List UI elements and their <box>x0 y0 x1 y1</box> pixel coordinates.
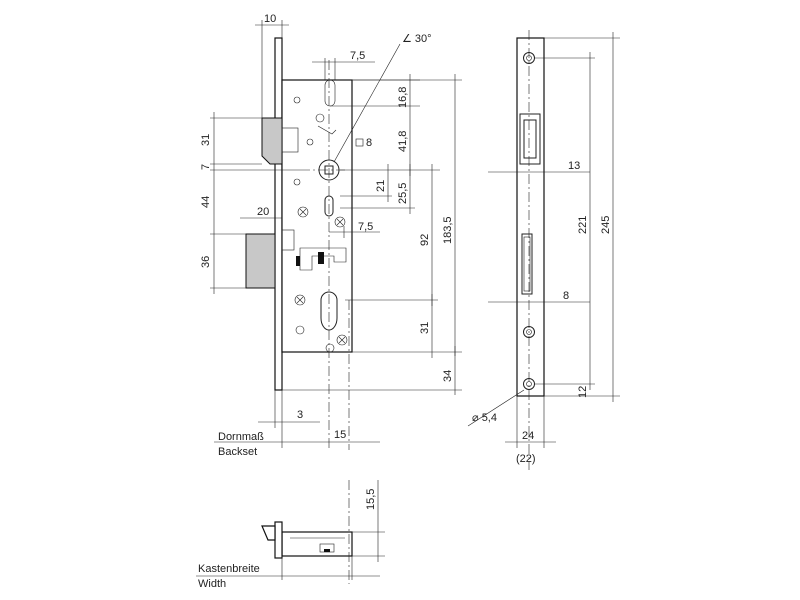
dim-16-8: 16,8 <box>397 87 409 108</box>
lock-dimensions: 10 7,5 ∠ 30° 16,8 41,8 8 21 25,5 92 <box>200 13 462 458</box>
side-forend <box>274 521 283 559</box>
lock-side-view: 15,5 Kastenbreite Width <box>196 480 385 590</box>
dim-22: (22) <box>516 453 536 465</box>
bolt-opening <box>521 233 533 295</box>
dim-12: 12 <box>577 386 589 398</box>
latch-opening <box>519 113 541 165</box>
dim-20: 20 <box>257 206 269 218</box>
dim-3: 3 <box>297 409 303 421</box>
dim-15: 15 <box>334 429 346 441</box>
dim-24: 24 <box>522 430 534 442</box>
dim-25-5: 25,5 <box>397 183 409 204</box>
dim-221: 221 <box>577 216 589 234</box>
dim-183-5: 183,5 <box>442 216 454 244</box>
dim-245: 245 <box>600 216 612 234</box>
label-width: Width <box>198 578 226 590</box>
dim-10: 10 <box>264 13 276 25</box>
dim-square-8: 8 <box>366 137 372 149</box>
dim-13: 13 <box>568 160 580 172</box>
latch-bolt <box>261 117 283 165</box>
dim-7-5-mid: 7,5 <box>358 221 373 233</box>
lock-case <box>281 79 353 353</box>
euro-cylinder-hole <box>320 291 338 331</box>
dim-36: 36 <box>200 256 212 268</box>
dim-31-right: 31 <box>419 322 431 334</box>
label-backset: Backset <box>218 446 257 458</box>
strike-plate-view: 13 8 221 245 12 ⌀ 5,4 24 (22) <box>467 30 620 470</box>
lock-front-view <box>245 37 353 450</box>
dim-41-8: 41,8 <box>397 131 409 152</box>
dim-7-left: 7 <box>200 164 212 170</box>
dim-15-5: 15,5 <box>365 489 377 510</box>
side-case <box>281 531 353 557</box>
dead-bolt <box>245 233 276 289</box>
dim-7-5-top: 7,5 <box>350 50 365 62</box>
dim-31-left: 31 <box>200 134 212 146</box>
dim-34: 34 <box>442 370 454 382</box>
strike-plate <box>516 37 545 397</box>
dim-angle: ∠ 30° <box>402 33 432 45</box>
dim-44: 44 <box>200 196 212 208</box>
label-kastenbreite: Kastenbreite <box>198 563 260 575</box>
dim-92: 92 <box>419 234 431 246</box>
dim-21: 21 <box>375 180 387 192</box>
screw-icon <box>297 206 309 218</box>
dim-8: 8 <box>563 290 569 302</box>
label-dornmass: Dornmaß <box>218 431 264 443</box>
lock-forend <box>274 37 283 391</box>
side-latch <box>261 525 276 541</box>
dim-hole: ⌀ 5,4 <box>472 412 497 424</box>
